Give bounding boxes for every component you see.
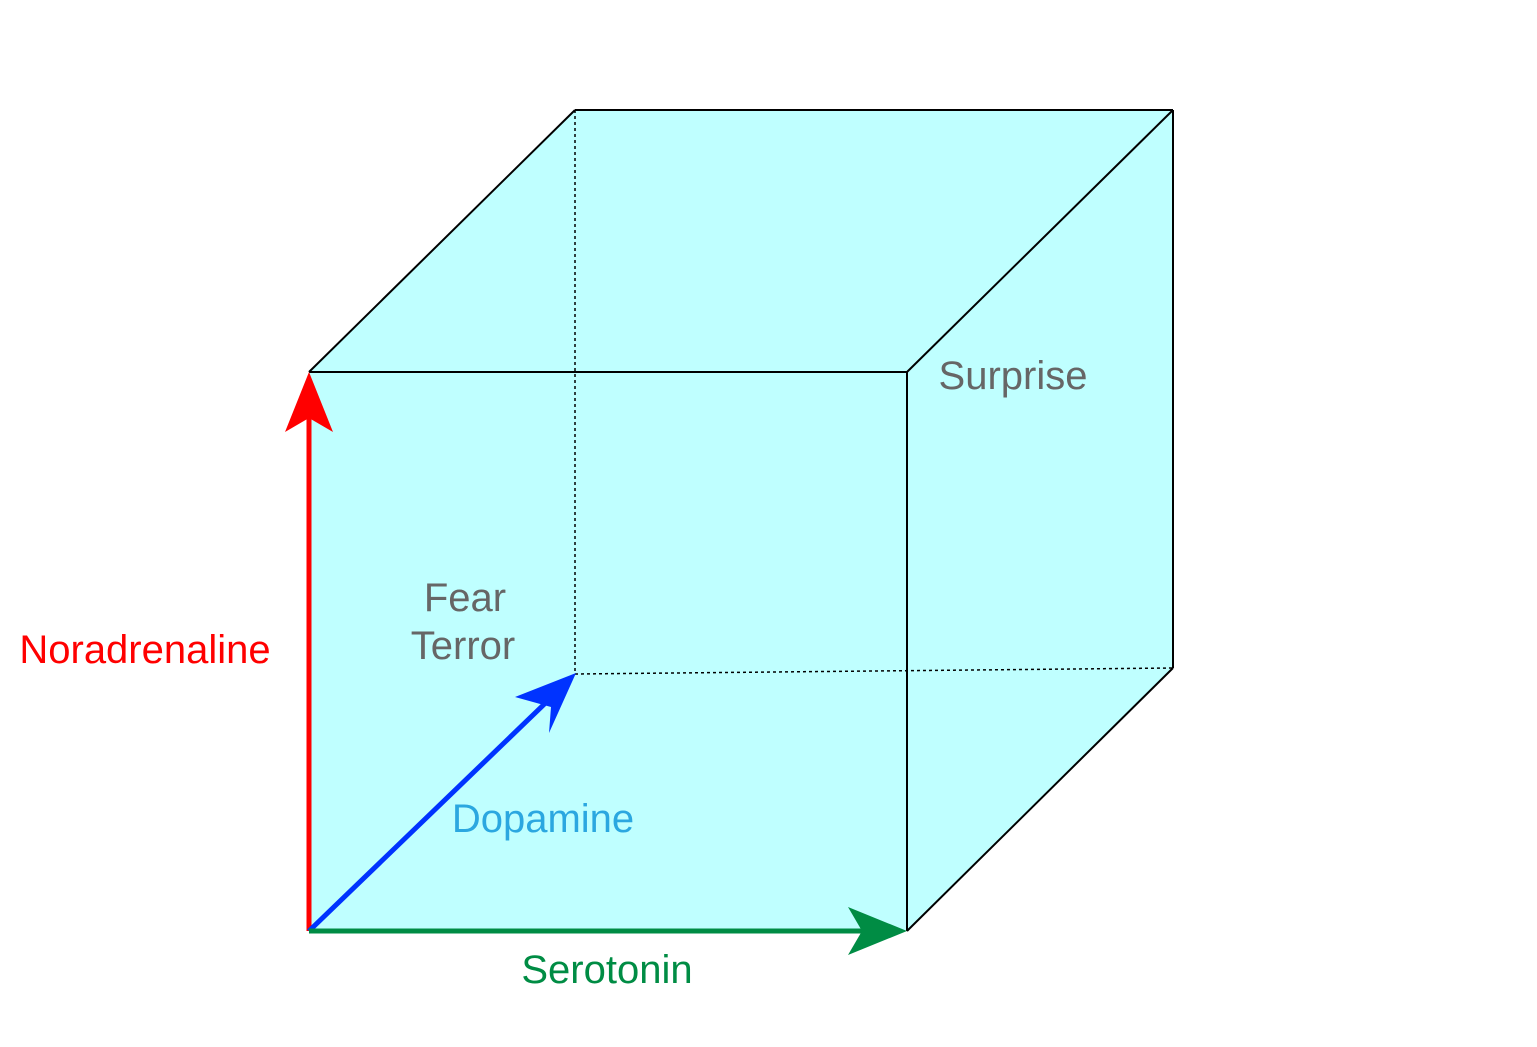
cube-front-face [309, 372, 907, 931]
surprise-label: Surprise [939, 354, 1088, 398]
edge-top-left-diag [308, 109, 576, 373]
cube-right-face [907, 110, 1173, 931]
dopamine-axis-line [307, 687, 562, 933]
noradrenaline-arrowhead [285, 372, 333, 432]
serotonin-arrowhead [848, 907, 907, 955]
noradrenaline-label: Noradrenaline [19, 628, 270, 672]
edge-top-right-diag [906, 109, 1174, 373]
cube-top-face [309, 110, 1173, 372]
fear-label: Fear [424, 576, 506, 620]
dopamine-label: Dopamine [452, 797, 634, 841]
serotonin-label: Serotonin [521, 948, 692, 992]
dopamine-arrowhead [515, 673, 576, 733]
terror-label: Terror [411, 624, 515, 668]
hidden-edge-horizontal [574, 667, 1174, 675]
edge-bottom-right-diag [906, 667, 1174, 932]
